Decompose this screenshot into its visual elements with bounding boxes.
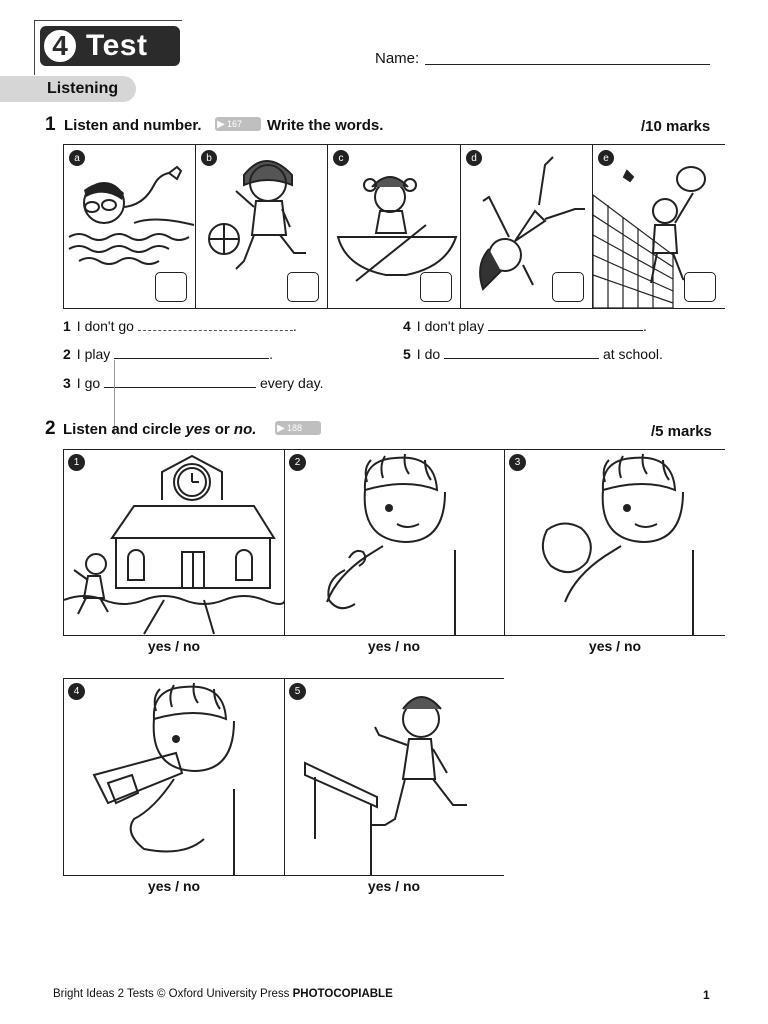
sentence-3: 3 I go every day. (63, 375, 323, 391)
sentence-number: 2 (63, 346, 71, 362)
ex2-instruction-text: Listen and circle (63, 421, 182, 438)
answer-yes-no-5[interactable]: yes / no (367, 878, 421, 894)
panel-letter-e: e (598, 150, 614, 166)
header-rule (34, 20, 182, 21)
sentence-text: I don't go (76, 318, 134, 334)
unit-number-badge: 4 (42, 28, 78, 64)
audio-track-number: 167 (227, 119, 243, 129)
badminton-illustration (593, 166, 706, 308)
answer-box-c[interactable] (420, 272, 452, 302)
ex1-audio-track[interactable]: ▶ 167 (215, 117, 261, 131)
ex2-audio-track[interactable]: ▶ 188 (275, 421, 321, 435)
sentence-end: . (642, 318, 647, 334)
panel-letter-d: d (466, 150, 482, 166)
speaker-icon: ▶ (277, 422, 285, 434)
answer-yes-no-3[interactable]: yes / no (588, 638, 642, 654)
sentence-1: 1 I don't go . (63, 318, 297, 334)
margin-mark (114, 360, 115, 435)
ex1-instruction-listen: Listen and number. (64, 117, 202, 134)
sentence-number: 1 (63, 318, 71, 334)
picture-number-5: 5 (289, 683, 306, 700)
picture-number-4: 4 (68, 683, 85, 700)
panel-c-boating: c (328, 145, 461, 308)
answer-blank-4[interactable] (487, 330, 643, 331)
speaker-icon: ▶ (217, 118, 225, 130)
ex2-yes-word: yes (185, 421, 211, 438)
school-illustration (63, 454, 286, 635)
answer-box-e[interactable] (684, 272, 716, 302)
panel-a-swimming: a (64, 145, 196, 308)
answer-blank-3[interactable] (104, 387, 257, 388)
panel-letter-a: a (69, 150, 85, 166)
answer-yes-no-2[interactable]: yes / no (367, 638, 421, 654)
ex2-number: 2 (45, 418, 56, 439)
ex2-instruction: Listen and circle yes or no. (63, 421, 256, 438)
ex1-marks: /10 marks (641, 118, 711, 135)
picture-3-boy-food: 3 (505, 450, 726, 635)
sentence-text: I don't play (416, 318, 485, 334)
name-field[interactable] (425, 64, 710, 65)
ex2-row-1: 1 2 (63, 449, 725, 636)
ex2-row-2: 4 5 (63, 678, 504, 876)
picture-5-boy-running: 5 (285, 679, 505, 875)
sentence-number: 5 (403, 346, 411, 362)
answer-blank-2[interactable] (114, 358, 270, 359)
boy-holding-flower-illustration (326, 453, 456, 635)
panel-e-badminton: e (593, 145, 724, 308)
picture-number-3: 3 (509, 454, 526, 471)
swimming-illustration (68, 165, 195, 265)
ex1-number: 1 (45, 114, 56, 135)
sentence-text: I play (76, 346, 111, 362)
sentence-end: . (269, 346, 274, 362)
answer-blank-5[interactable] (444, 358, 600, 359)
test-title: Test (86, 29, 148, 62)
footer-photocopiable: PHOTOCOPIABLE (292, 988, 393, 1000)
name-label: Name: (375, 50, 420, 67)
ex2-or-word: or (214, 421, 230, 438)
sentence-4: 4 I don't play . (403, 318, 647, 334)
boating-illustration (336, 176, 458, 282)
answer-box-b[interactable] (287, 272, 319, 302)
ex1-instruction-write: Write the words. (267, 117, 384, 134)
sentence-5: 5 I do at school. (403, 346, 663, 362)
boy-running-hurdle-illustration (304, 696, 467, 875)
ex2-no-word: no. (233, 421, 257, 438)
picture-4-boy-drinking: 4 (64, 679, 285, 875)
answer-box-d[interactable] (552, 272, 584, 302)
sentence-end: at school. (602, 346, 663, 362)
footer-copyright: Bright Ideas 2 Tests © Oxford University… (53, 988, 393, 1000)
sentence-2: 2 I play . (63, 346, 273, 362)
picture-2-boy-flower: 2 (285, 450, 505, 635)
panel-letter-c: c (333, 150, 349, 166)
panel-b-basketball: b (196, 145, 328, 308)
sentence-number: 3 (63, 375, 71, 391)
section-label: Listening (47, 80, 119, 97)
sentence-text: I do (416, 346, 441, 362)
panel-d-gymnastics: d (461, 145, 593, 308)
picture-number-2: 2 (289, 454, 306, 471)
sentence-number: 4 (403, 318, 411, 334)
header-rule-vertical (34, 20, 35, 75)
audio-track-number: 188 (287, 423, 303, 433)
answer-blank-1[interactable] (137, 330, 293, 331)
answer-box-a[interactable] (155, 272, 187, 302)
footer-text: Bright Ideas 2 Tests © Oxford University… (53, 988, 290, 1000)
sentence-end: . (292, 318, 297, 334)
answer-yes-no-1[interactable]: yes / no (147, 638, 201, 654)
sentence-end: every day. (259, 375, 324, 391)
section-tab (0, 76, 136, 102)
basketball-illustration (208, 160, 306, 270)
panel-letter-b: b (201, 150, 217, 166)
ex2-marks: /5 marks (651, 423, 712, 440)
boy-drinking-illustration (92, 682, 235, 875)
picture-1-school: 1 (63, 450, 286, 635)
sentence-text: I go (76, 375, 101, 391)
ex1-picture-strip: a b (63, 144, 725, 309)
page-number: 1 (703, 988, 710, 1002)
boy-holding-food-illustration (541, 453, 694, 635)
gymnastics-illustration (479, 156, 585, 291)
answer-yes-no-4[interactable]: yes / no (147, 878, 201, 894)
picture-number-1: 1 (68, 454, 85, 471)
